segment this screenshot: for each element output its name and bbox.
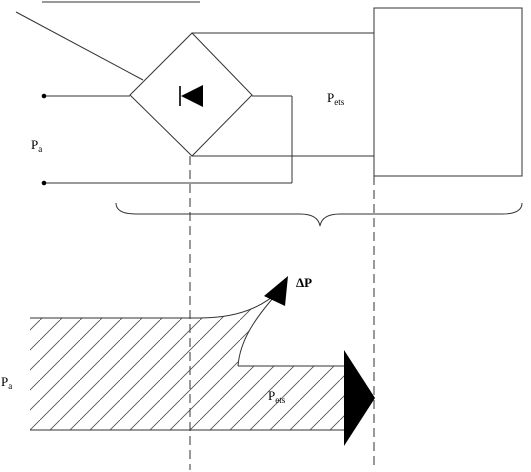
flow-outline bbox=[30, 289, 345, 431]
pa-label-top: Pa bbox=[31, 137, 42, 154]
diode-symbol bbox=[179, 85, 203, 107]
power-flow bbox=[30, 276, 375, 446]
grouping-brace bbox=[115, 202, 523, 227]
pets-label-top: Pets bbox=[327, 90, 345, 107]
converter-box bbox=[373, 7, 523, 177]
input-terminal-upper bbox=[41, 93, 47, 99]
delta-p-label: ΔP bbox=[296, 275, 312, 290]
pets-label-bottom: Pets bbox=[268, 388, 286, 405]
input-terminal-lower bbox=[41, 180, 47, 186]
pa-label-bottom: Pa bbox=[1, 374, 12, 391]
output-arrowhead bbox=[344, 350, 375, 446]
rectifier-circuit bbox=[15, 1, 523, 227]
loss-arrowhead bbox=[264, 276, 288, 306]
diagonal-wire bbox=[15, 11, 144, 81]
